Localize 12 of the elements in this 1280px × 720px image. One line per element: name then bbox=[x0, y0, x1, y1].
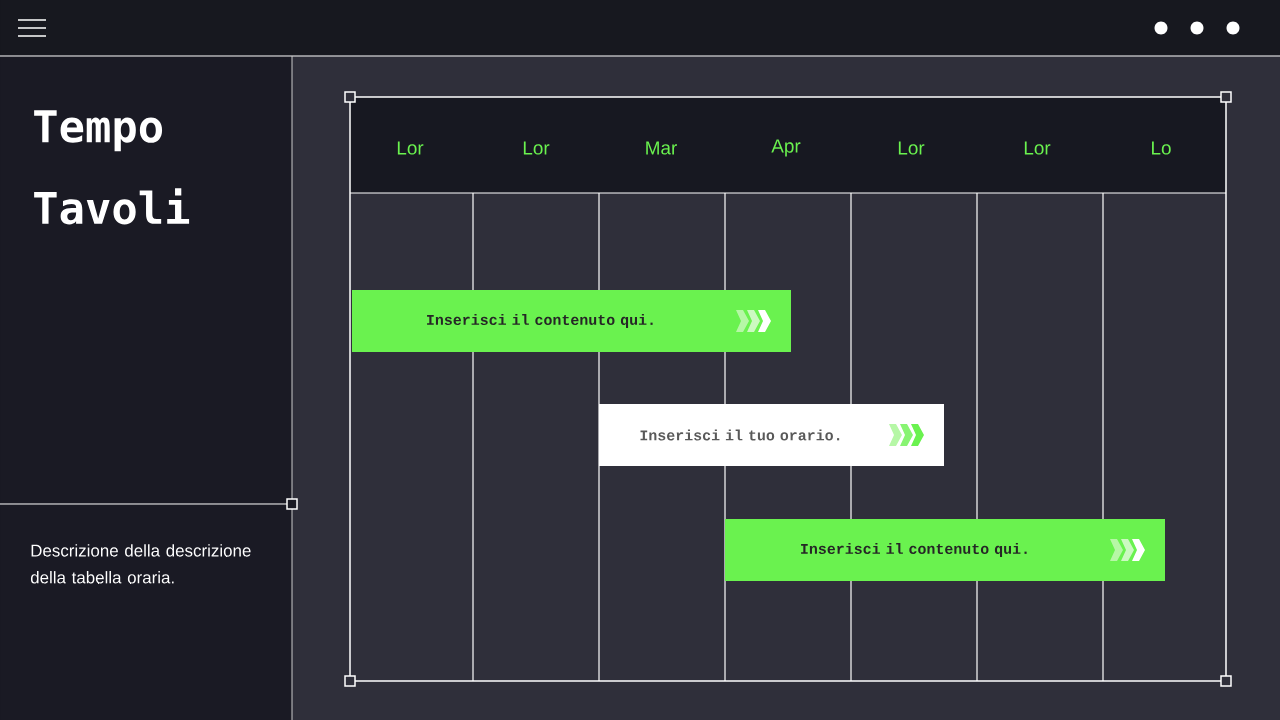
column-label: Lor bbox=[898, 141, 925, 155]
timeline-bar: Inserisci il contenuto qui. bbox=[725, 519, 1165, 581]
title: Tempo Tavoli bbox=[34, 110, 190, 225]
column-label: Lo bbox=[1152, 141, 1171, 155]
timeline-bar: Inserisci il tuo orario. bbox=[599, 404, 944, 466]
column-label: Mar bbox=[646, 141, 677, 155]
description-text: Descrizione della descrizione della tabella oraria. bbox=[30, 544, 251, 584]
column-label: Lor bbox=[523, 141, 550, 155]
column-label: Apr bbox=[771, 139, 801, 157]
timeline-bar: Inserisci il contenuto qui. bbox=[352, 290, 791, 352]
column-label: Lor bbox=[397, 141, 424, 155]
column-label: Lor bbox=[1024, 141, 1051, 155]
